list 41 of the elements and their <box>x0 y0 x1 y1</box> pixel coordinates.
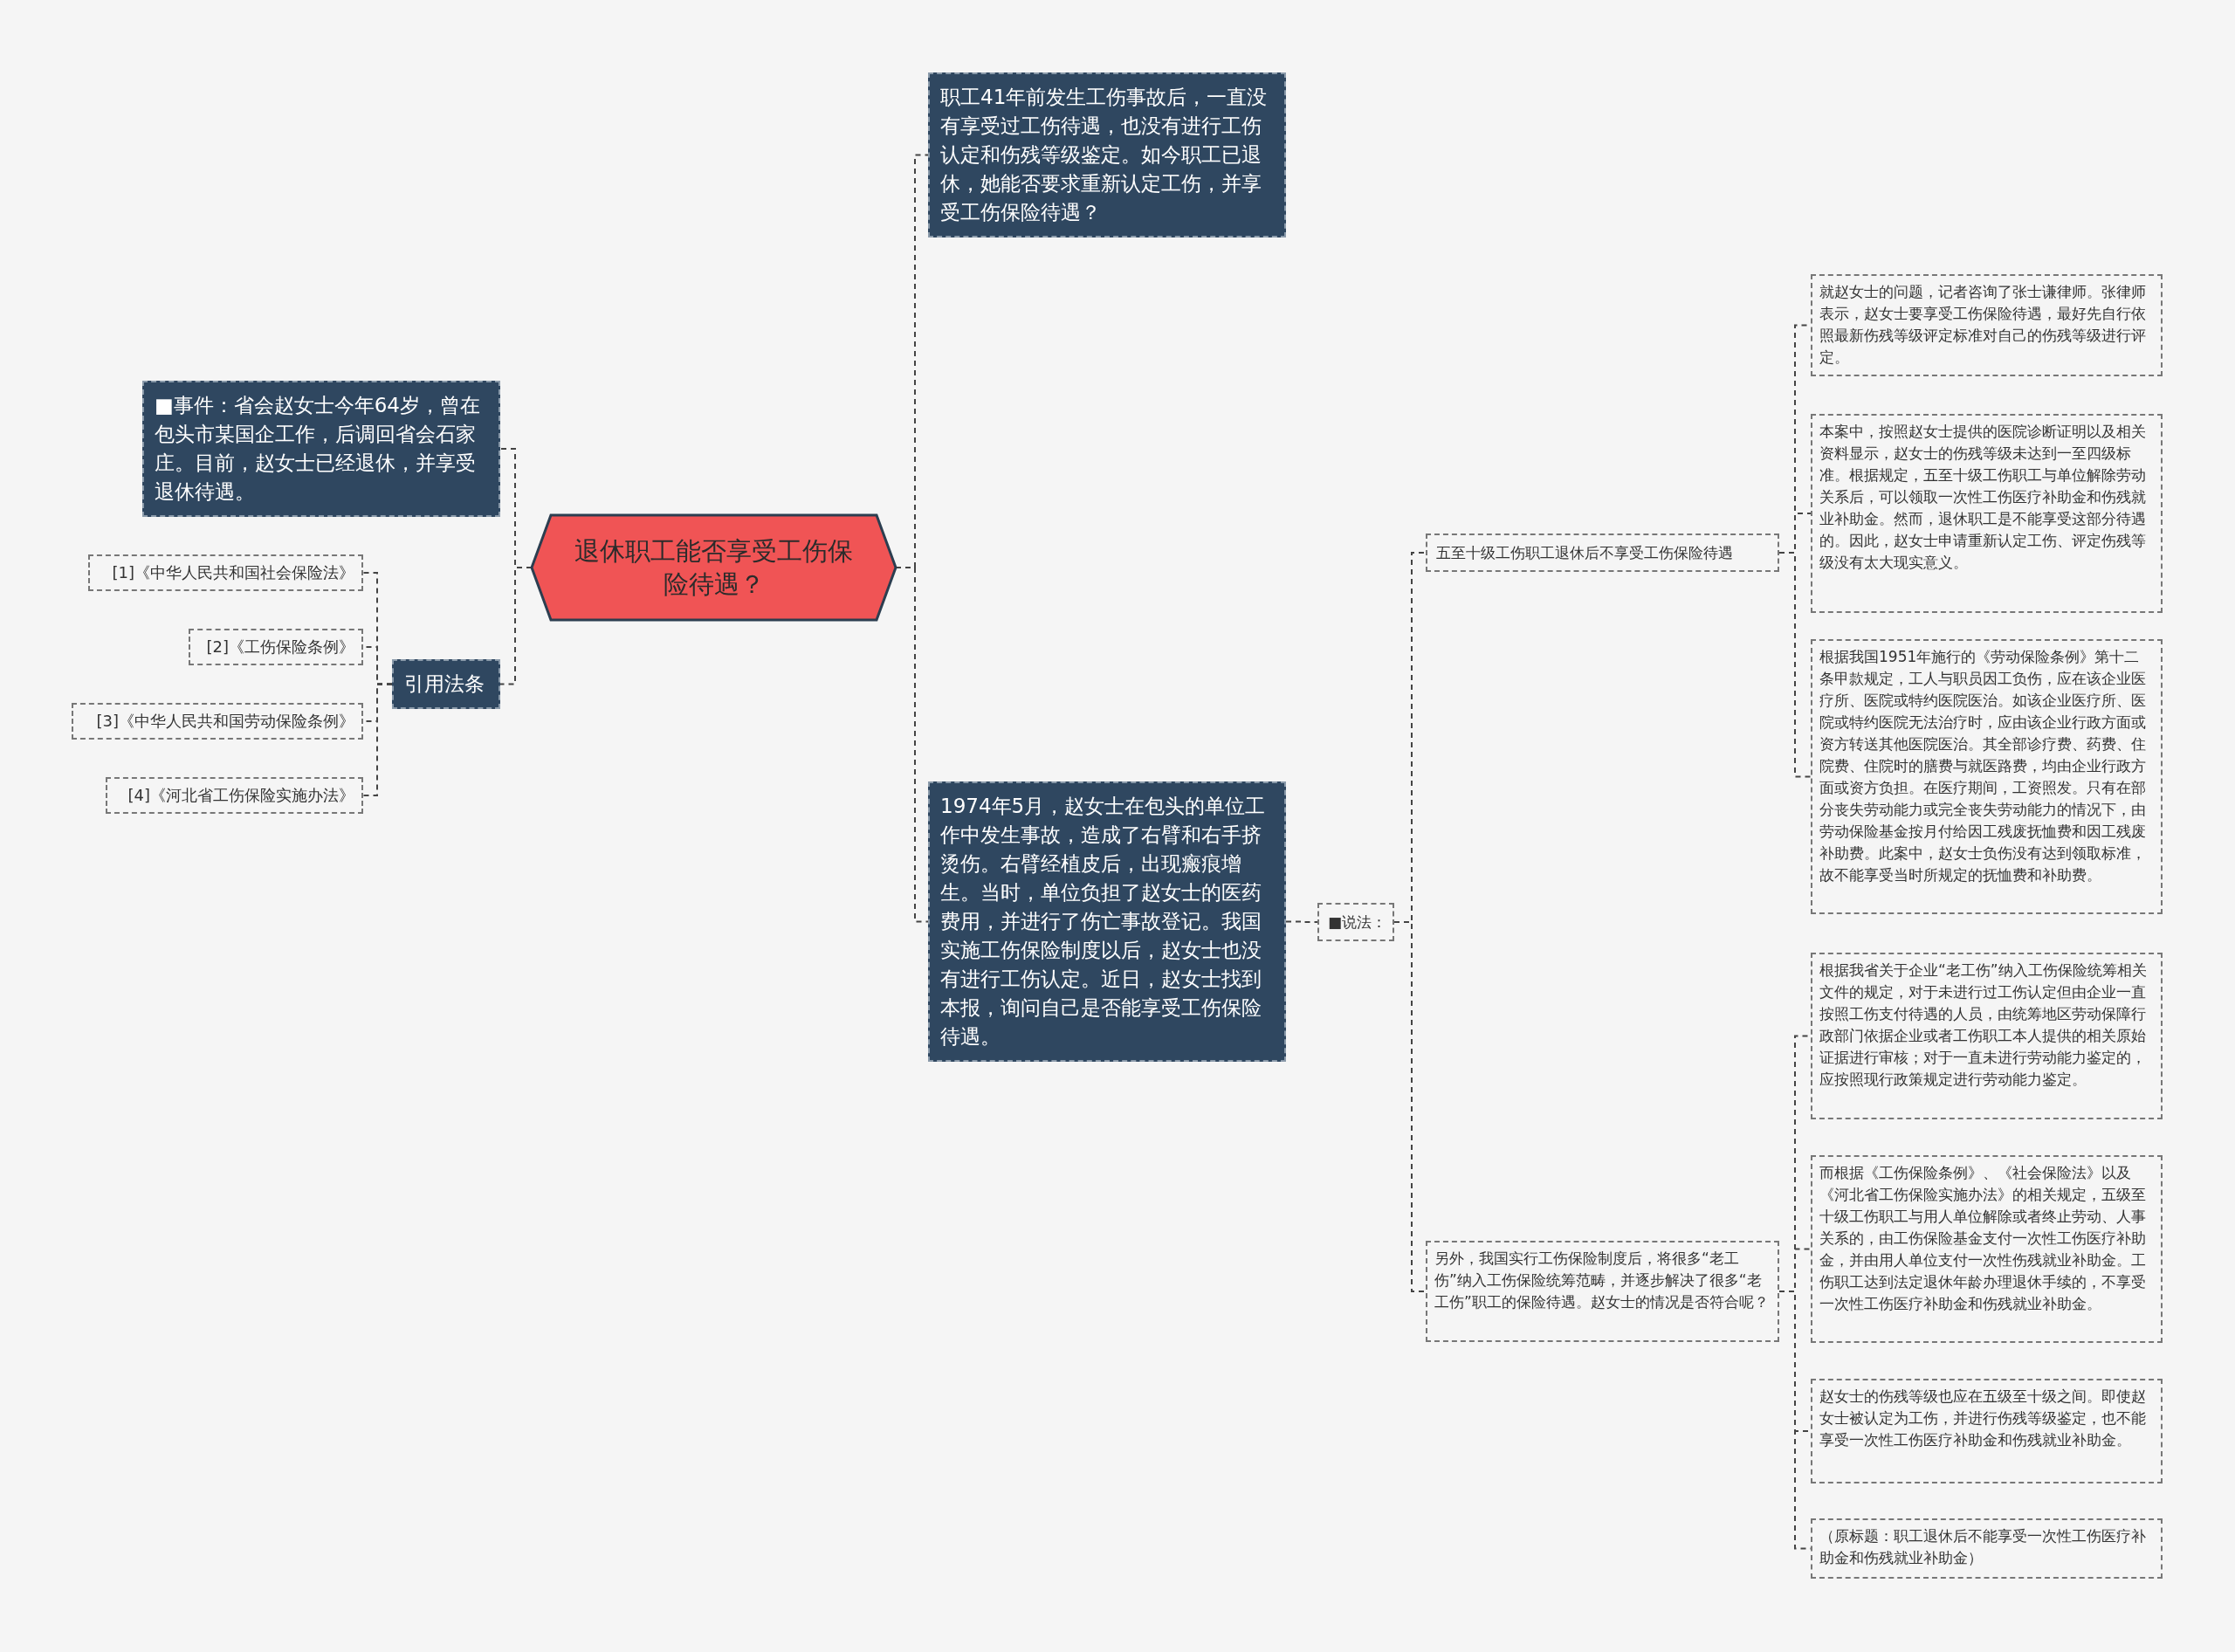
topic-text: 另外，我国实行工伤保险制度后，将很多“老工伤”纳入工伤保险统筹范畴，并逐步解决了很多“老工伤”职工的保险待遇。赵女士的情况是否符合呢？ <box>1434 1249 1770 1312</box>
reference-box <box>106 777 363 814</box>
topic-text: （原标题：职工退休后不能享受一次性工伤医疗补助金和伤残就业补助金） <box>1819 1526 2147 1568</box>
topic-text: 而根据《工伤保险条例》、《社会保险法》以及《河北省工伤保险实施办法》的相关规定，五级至十级工伤职工与用人单位解除或者终止劳动、人事关系的，由工伤保险基金支付一次性工伤医疗补助金，并由用人单位支付一次性伤残就业补助金。工伤职工达到法定退休年龄办理退休手续的，不享受一次性工伤医疗补助金和伤残就业补助金。 <box>1819 1163 2147 1314</box>
topic-box <box>928 781 1286 1062</box>
topic-text: 职工41年前发生工伤事故后，一直没有享受过工伤待遇，也没有进行工伤认定和伤残等级鉴定。如今职工已退休，她能否要求重新认定工伤，并享受工伤保险待遇？ <box>940 85 1269 225</box>
reference-box <box>189 629 363 665</box>
topic-box <box>142 381 500 517</box>
topic-text: 引用法条 <box>404 671 485 697</box>
note-box <box>1811 953 2163 1119</box>
subtopic-box <box>1426 533 1779 572</box>
connector-line <box>499 567 533 685</box>
connector-line <box>1778 552 1812 778</box>
topic-text: 赵女士的伤残等级也应在五级至十级之间。即使赵女士被认定为工伤，并进行伤残等级鉴定，也不能享受一次性工伤医疗补助金和伤残就业补助金。 <box>1819 1387 2147 1450</box>
topic-text: 五至十级工伤职工退休后不享受工伤保险待遇 <box>1436 543 1734 563</box>
topic-text: 根据我国1951年施行的《劳动保险条例》第十二条甲款规定，工人与职员因工负伤，应在该企业医疗所、医院或特约医院医治。如该企业医疗所、医院或特约医院无法治疗时，应由该企业行政方面或资方转送其他医院医治。其全部诊疗费、药费、住院费、住院时的膳费与就医路费，均由企业行政方面或资方负担。在医疗期间，工资照发。只有在部分丧失劳动能力或完全丧失劳动能力的情况下，由劳动保险基金按月付给因工残废抚恤费和因工残废补助费。此案中，赵女士负伤没有达到领取标准，故不能享受当时所规定的抚恤费和补助费。 <box>1819 647 2147 885</box>
connector-line <box>1285 920 1318 923</box>
topic-text: [4]《河北省工伤保险实施办法》 <box>127 785 354 806</box>
note-box <box>1811 1379 2163 1483</box>
note-box <box>1811 414 2163 613</box>
note-box <box>1811 639 2163 914</box>
reference-box <box>72 703 363 740</box>
topic-text: ■事件：省会赵女士今年64岁，曾在包头市某国企工作，后调回省会石家庄。目前，赵女士已经退休，并享受退休待遇。 <box>155 393 481 505</box>
note-box <box>1426 1241 1779 1342</box>
topic-text: [3]《中华人民共和国劳动保险条例》 <box>95 711 354 732</box>
topic-box <box>928 72 1286 237</box>
note-box <box>1811 274 2163 376</box>
topic-text: [1]《中华人民共和国社会保险法》 <box>111 562 354 583</box>
central-topic-text: 退休职工能否享受工伤保险待遇？ <box>574 535 854 601</box>
topic-text: 1974年5月，赵女士在包头的单位工作中发生事故，造成了右臂和右手挤烫伤。右臂经植皮后，出现瘢痕增生。当时，单位负担了赵女士的医药费用，并进行了伤亡事故登记。我国实施工伤保险制度以后，赵女士也没有进行工伤认定。近日，赵女士找到本报，询问自己是否能享受工伤保险待遇。 <box>940 794 1267 1050</box>
note-box <box>1811 1518 2163 1579</box>
subtopic-box <box>1317 903 1394 941</box>
topic-text: 就赵女士的问题，记者咨询了张士谦律师。张律师表示，赵女士要享受工伤保险待遇，最好先自行依照最新伤残等级评定标准对自己的伤残等级进行评定。 <box>1819 282 2147 368</box>
topic-text: [2]《工伤保险条例》 <box>205 637 354 657</box>
topic-text: 根据我省关于企业“老工伤”纳入工伤保险统筹相关文件的规定，对于未进行过工伤认定但由企业一直按照工伤支付待遇的人员，由统筹地区劳动保障行政部门依据企业或者工伤职工本人提供的相关原始证据进行审核；对于一直未进行劳动能力鉴定的，应按照现行政策规定进行劳动能力鉴定。 <box>1819 960 2148 1090</box>
reference-box <box>88 554 363 591</box>
note-box <box>1811 1155 2163 1343</box>
topic-text: 本案中，按照赵女士提供的医院诊断证明以及相关资料显示，赵女士的伤残等级未达到一至四级标准。根据规定，五至十级工伤职工与单位解除劳动关系后，可以领取一次性工伤医疗补助金和伤残就业补助金。然而，退休职工是不能享受这部分待遇的。因此，赵女士申请重新认定工伤、评定伤残等级没有太大现实意义。 <box>1819 422 2147 573</box>
connector-line <box>362 683 393 796</box>
topic-text: ■说法： <box>1328 912 1384 933</box>
topic-box <box>392 659 500 709</box>
